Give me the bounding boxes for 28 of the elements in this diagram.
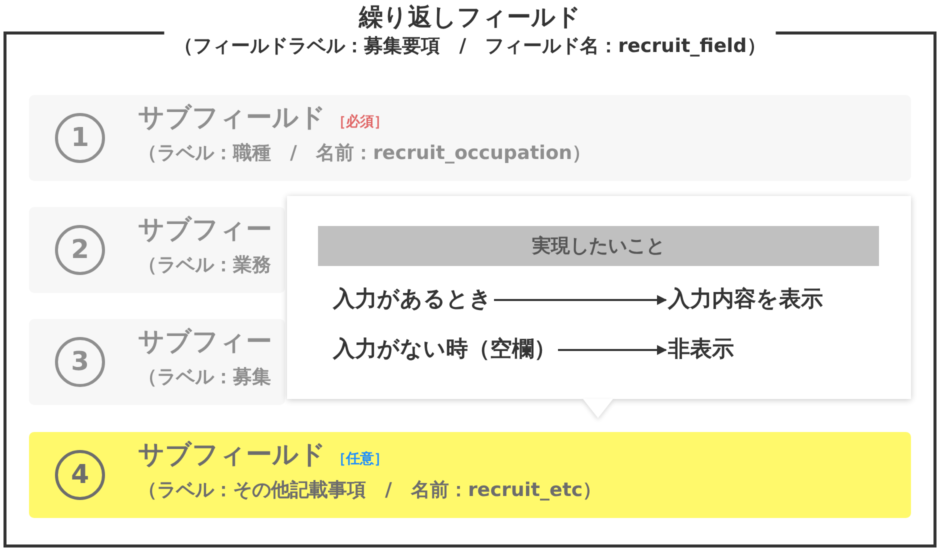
field-title: サブフィー (138, 326, 272, 359)
field-details: （ラベル：職種 / 名前：recruit_occupation） (138, 141, 592, 166)
frame-subtitle: （フィールドラベル：募集要項 / フィールド名：recruit_field） (174, 34, 766, 59)
field-title: サブフィールド (138, 102, 326, 135)
subfield-row (29, 207, 285, 293)
result-text: 非表示 (668, 335, 734, 365)
field-title: サブフィー (138, 214, 272, 247)
status-tag: ［必須］ (332, 113, 388, 131)
field-details: （ラベル：業務 (138, 253, 271, 278)
callout-bubble (287, 196, 911, 399)
subfield-row (29, 95, 911, 181)
result-text: 入力内容を表示 (668, 285, 823, 315)
number-circle: 2 (55, 225, 105, 275)
arrow (494, 295, 667, 305)
frame-title: 繰り返しフィールド (359, 2, 581, 32)
number-circle: 1 (55, 113, 105, 163)
field-title: サブフィールド (138, 439, 326, 472)
subfield-row (29, 432, 911, 518)
status-tag: ［任意］ (332, 450, 388, 468)
condition-text: 入力がない時（空欄） (333, 335, 556, 365)
arrow (558, 345, 667, 355)
field-details: （ラベル：募集 (138, 365, 271, 390)
condition-text: 入力があるとき (333, 285, 492, 315)
field-details: （ラベル：その他記載事項 / 名前：recruit_etc） (138, 478, 602, 503)
subfield-row (29, 319, 285, 405)
header-bar: 実現したいこと (318, 226, 879, 266)
number-circle: 4 (55, 450, 105, 500)
number-circle: 3 (55, 337, 105, 387)
